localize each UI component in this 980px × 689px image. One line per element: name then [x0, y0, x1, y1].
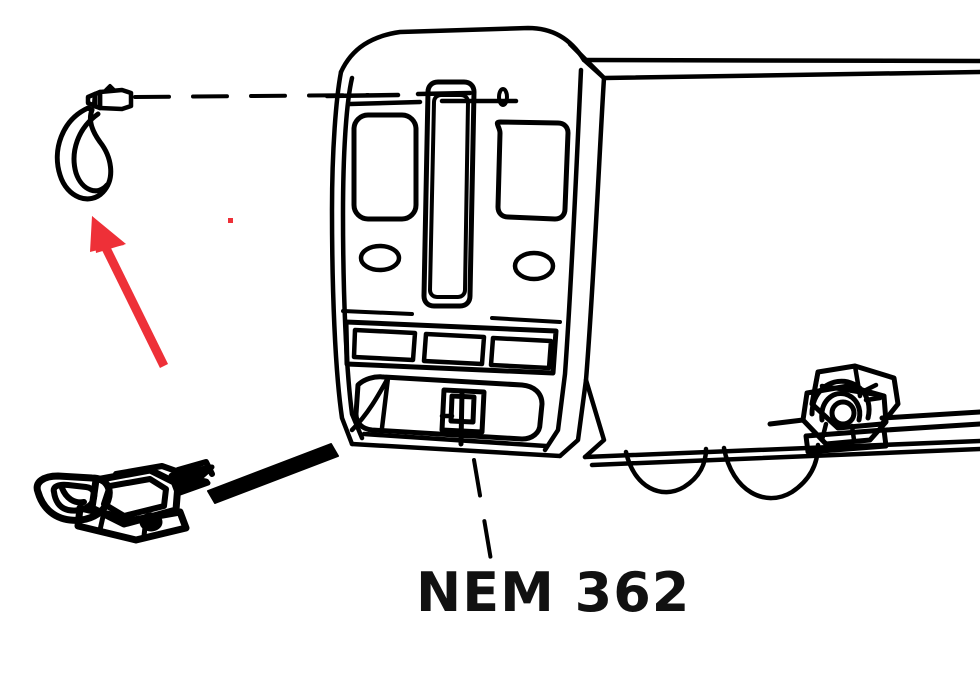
red-dot-marker: [228, 218, 233, 223]
side-coupler-assembly: [767, 363, 980, 455]
rail-vehicle-body: [324, 25, 980, 501]
nem-362-coupler-part: [33, 443, 339, 544]
coupler-pocket: [439, 387, 487, 447]
wheel-rear: [721, 442, 821, 501]
nem-362-label: NEM 362: [416, 561, 690, 624]
brake-hose-part: [54, 84, 134, 202]
coupler-pocket-callout: [472, 458, 494, 568]
hose-attention-arrow: [90, 216, 169, 368]
wheel-front: [623, 446, 709, 495]
